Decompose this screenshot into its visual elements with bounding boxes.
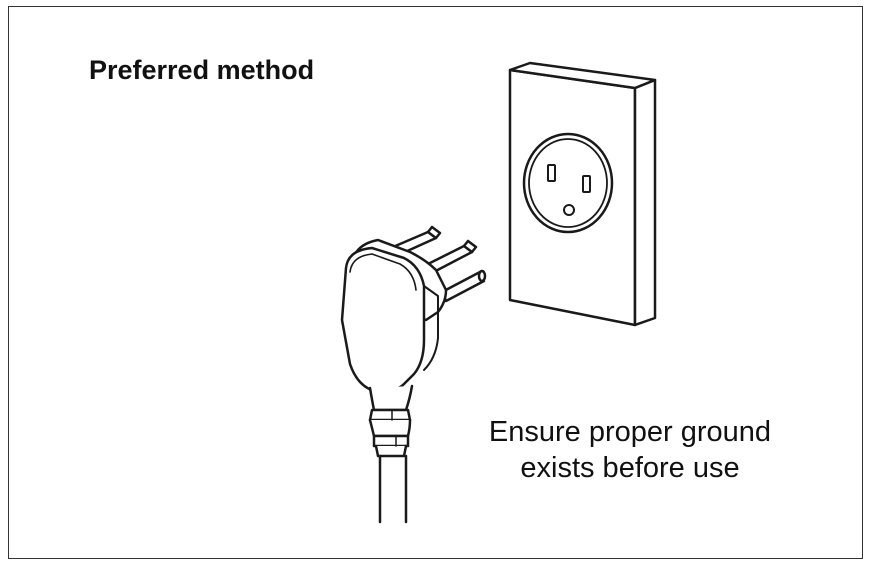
caption-line-1: Ensure proper ground [488, 416, 772, 448]
diagram-title: Preferred method [89, 55, 315, 85]
grounding-caption: Ensure proper ground exists before use [440, 414, 820, 486]
wall-outlet-icon [508, 61, 657, 327]
caption-line-2: exists before use [520, 452, 740, 484]
three-prong-plug-icon [340, 238, 448, 458]
power-cord-icon [378, 454, 408, 524]
